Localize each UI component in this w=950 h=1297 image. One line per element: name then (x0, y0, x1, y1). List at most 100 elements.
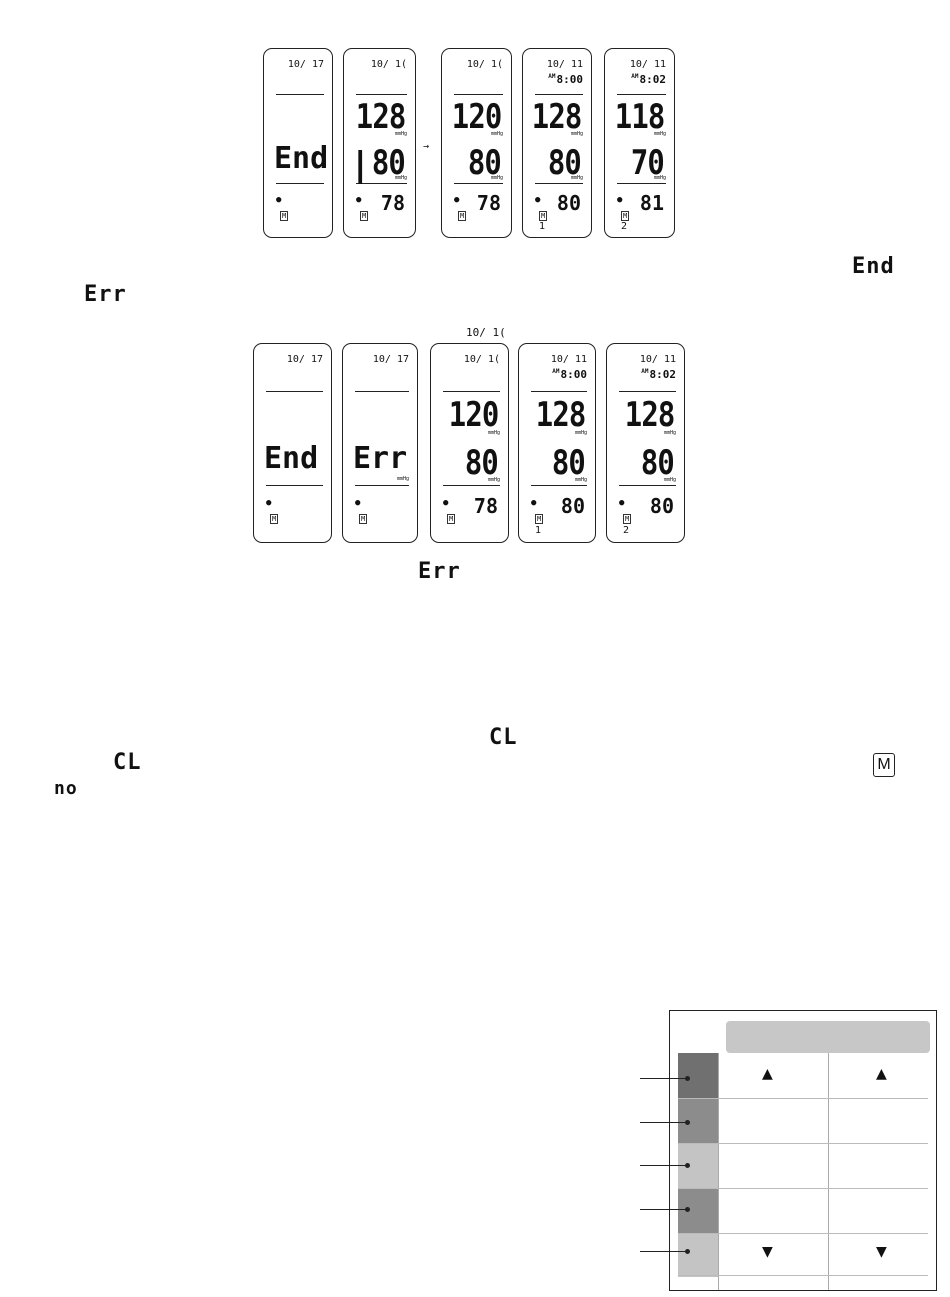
level-band-1 (678, 1053, 718, 1098)
leader-dot (685, 1163, 690, 1168)
lcd-divider (276, 93, 324, 95)
lcd-unit: mmHg (570, 175, 583, 182)
lcd-unit: mmHg (570, 130, 583, 137)
table-rule (678, 1098, 928, 1099)
lcd-status-word: End (264, 441, 319, 476)
lcd-divider (355, 485, 409, 486)
heart-icon: ● (617, 195, 623, 206)
heart-icon: ● (266, 498, 272, 508)
table-divider (718, 1053, 719, 1290)
lcd-panel: 10/ 17 End ● M (263, 48, 333, 238)
table-header-bar (726, 1021, 930, 1053)
lcd-divider (356, 93, 407, 95)
memory-m-icon: M (539, 210, 548, 221)
lcd-systolic: 120 (448, 395, 499, 435)
lcd-systolic: 128 (355, 97, 406, 138)
lcd-divider (276, 182, 324, 184)
lcd-diastolic: 80 (464, 443, 499, 483)
lcd-systolic: 128 (535, 395, 586, 435)
lcd-divider (454, 182, 503, 184)
lcd-unit: mmHg (490, 175, 503, 182)
lcd-unit: mmHg (396, 476, 409, 482)
lcd-memory-number: 2 (621, 220, 628, 232)
lcd-diastolic: 80 (467, 142, 502, 183)
lcd-divider (454, 93, 503, 95)
table-rule (678, 1275, 928, 1276)
lcd-date: 10/ 11 (546, 59, 583, 70)
no-symbol: no (54, 778, 78, 799)
lcd-unit: mmHg (663, 477, 676, 483)
heart-icon: ● (619, 498, 625, 508)
lcd-divider (535, 182, 583, 184)
lcd-status-word: Err (353, 441, 408, 476)
lcd-unit: mmHg (487, 477, 500, 483)
lcd-unit: mmHg (574, 477, 587, 483)
lcd-date: 10/ 1( (466, 59, 503, 70)
lcd-unit: mmHg (394, 175, 407, 182)
lcd-pulse: 78 (476, 191, 501, 216)
lcd-memory-number: 2 (623, 525, 630, 536)
heart-icon: ● (443, 498, 449, 508)
table-rule (678, 1188, 928, 1189)
memory-m-icon: M (621, 210, 630, 221)
heart-icon: ● (535, 195, 541, 206)
lcd-status-word: End (274, 141, 329, 176)
lcd-systolic: 128 (531, 97, 582, 138)
memory-m-icon: M (873, 753, 895, 777)
heart-icon: ● (531, 498, 537, 508)
lcd-divider (531, 391, 587, 392)
table-rule (678, 1143, 928, 1144)
lcd-diastolic: 80 (551, 443, 586, 483)
memory-m-icon: M (447, 514, 456, 524)
lcd-unit: mmHg (653, 175, 666, 182)
lcd-pulse: 80 (560, 494, 585, 518)
lcd-systolic: 120 (451, 97, 502, 138)
lcd-date: 10/ 17 (287, 59, 324, 70)
lcd-date: 10/ 1( (463, 354, 500, 365)
leader-dot (685, 1207, 690, 1212)
lcd-divider (356, 182, 407, 184)
heart-icon: ● (355, 498, 361, 508)
leader-dot (685, 1076, 690, 1081)
lcd-am-indicator: AM (631, 73, 639, 80)
heart-icon: ● (276, 195, 282, 206)
arrow-down-icon: ▼ (762, 1241, 773, 1262)
cl-symbol: CL (489, 725, 518, 750)
lcd-unit: mmHg (663, 430, 676, 436)
sequence-arrow-icon: → (423, 141, 430, 152)
leader-line (640, 1209, 688, 1210)
leader-line (640, 1122, 688, 1123)
lcd-divider (617, 182, 666, 184)
lcd-divider (619, 485, 676, 486)
lcd-unit: mmHg (574, 430, 587, 436)
lcd-unit: mmHg (490, 130, 503, 137)
lcd-pulse: 80 (556, 191, 581, 216)
lcd-pulse: 78 (473, 494, 498, 518)
lcd-pulse: 78 (380, 191, 405, 216)
memory-m-icon: M (280, 210, 289, 221)
heart-icon: ● (356, 195, 362, 206)
lcd-date: 10/ 1( (370, 59, 407, 70)
table-divider (828, 1053, 829, 1290)
lcd-memory-number: 1 (539, 220, 546, 232)
lcd-diastolic: 70 (630, 142, 665, 183)
memory-m-icon: M (458, 210, 467, 221)
lcd-reading-marker: | (350, 144, 371, 185)
cl-symbol-2: CL (113, 750, 142, 775)
arrow-down-icon: ▼ (876, 1241, 887, 1262)
level-band-2 (678, 1098, 718, 1143)
memory-m-icon: M (359, 514, 368, 524)
lcd-time: AM8:00 (552, 368, 587, 381)
end-symbol: End (852, 254, 895, 279)
lcd-pulse: 80 (649, 494, 674, 518)
level-band-5 (678, 1233, 718, 1277)
lcd-time: AM8:02 (631, 73, 666, 86)
lcd-unit: mmHg (487, 430, 500, 436)
